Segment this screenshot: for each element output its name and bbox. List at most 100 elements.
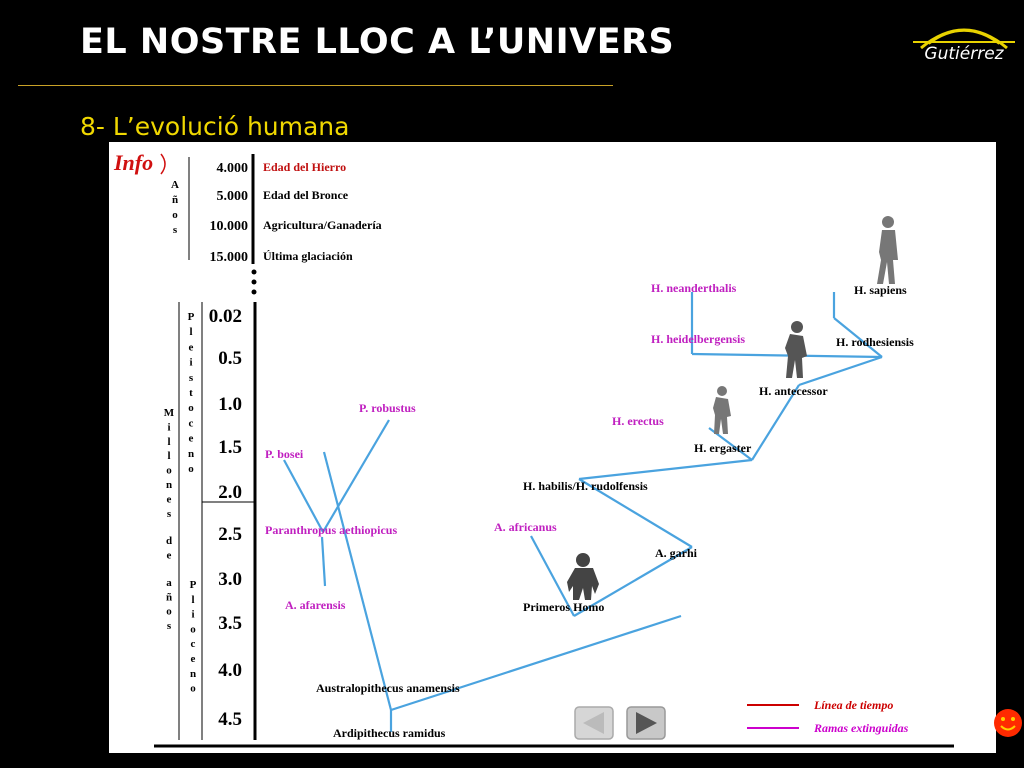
species-label-aethiopicus[interactable]: Paranthropus aethiopicus <box>265 523 397 537</box>
svg-text:o: o <box>188 463 194 475</box>
title-underline <box>18 85 613 86</box>
species-label-garhi[interactable]: A. garhi <box>655 546 698 560</box>
branch-line <box>573 546 693 617</box>
branch-line <box>320 536 327 587</box>
svg-text:t: t <box>189 387 193 399</box>
logo-text: Gutiérrez <box>924 44 1004 64</box>
recent-year-value: 15.000 <box>210 250 249 265</box>
svg-text:l: l <box>167 436 170 448</box>
species-label-habilis[interactable]: H. habilis/H. rudolfensis <box>523 479 648 493</box>
prev-button[interactable] <box>574 706 614 740</box>
branch-line <box>322 451 393 711</box>
legend-extinct-label: Ramas extinguidas <box>813 721 909 735</box>
svg-text:o: o <box>166 465 172 477</box>
branch-line <box>578 478 693 548</box>
svg-text:e: e <box>167 493 172 505</box>
svg-text:n: n <box>188 448 194 460</box>
recent-year-value: 5.000 <box>217 189 249 204</box>
legend: Línea de tiempo Ramas extinguidas <box>747 698 909 735</box>
svg-text:e: e <box>191 653 196 665</box>
recent-event-label: Última glaciación <box>263 249 353 263</box>
species-label-primeros[interactable]: Primeros Homo <box>523 600 604 614</box>
species-label-sapiens[interactable]: H. sapiens <box>854 283 907 297</box>
recent-event-label: Agricultura/Ganadería <box>263 218 382 232</box>
svg-text:l: l <box>167 450 170 462</box>
info-label[interactable]: Info <box>113 150 153 175</box>
next-button[interactable] <box>626 706 666 740</box>
logo-arc-icon <box>913 28 1015 50</box>
branch-line <box>322 419 390 533</box>
species-label-heidelbergensis[interactable]: H. heidelbergensis <box>651 332 745 346</box>
myr-tick-label: 4.5 <box>218 709 242 730</box>
species-label-erectus[interactable]: H. erectus <box>612 414 664 428</box>
recent-year-value: 10.000 <box>210 219 249 234</box>
primeros-homo-figure-icon <box>567 553 599 600</box>
svg-text:A: A <box>171 179 179 191</box>
svg-text:P: P <box>188 311 195 323</box>
svg-text:s: s <box>167 620 172 632</box>
species-label-bosei[interactable]: P. bosei <box>265 447 304 461</box>
svg-text:e: e <box>167 550 172 562</box>
branch-line <box>390 614 682 712</box>
branch-line <box>798 355 883 387</box>
recent-event-label: Edad del Bronce <box>263 188 349 202</box>
myr-tick-label: 1.5 <box>218 437 242 458</box>
smiley-icon[interactable] <box>992 705 1024 739</box>
svg-text:e: e <box>189 341 194 353</box>
homo-erectus-figure-icon <box>713 386 731 434</box>
svg-text:o: o <box>190 683 196 695</box>
timeline-ellipsis <box>251 269 257 295</box>
svg-text:o: o <box>172 209 178 221</box>
myr-tick-label: 1.0 <box>218 394 242 415</box>
svg-text:o: o <box>190 623 196 635</box>
svg-text:i: i <box>191 609 194 621</box>
species-label-anamensis[interactable]: Australopithecus anamensis <box>316 681 460 695</box>
species-label-ergaster[interactable]: H. ergaster <box>694 441 752 455</box>
svg-text:i: i <box>167 421 170 433</box>
branch-line <box>691 352 883 359</box>
svg-text:o: o <box>188 402 194 414</box>
branch-line <box>833 317 883 358</box>
svg-text:s: s <box>189 372 194 384</box>
species-label-antecessor[interactable]: H. antecessor <box>759 384 828 398</box>
info-bracket-icon <box>160 153 166 175</box>
legend-timeline-label: Línea de tiempo <box>813 698 893 712</box>
svg-text:c: c <box>191 638 196 650</box>
svg-text:e: e <box>189 433 194 445</box>
slide-subtitle: 8- L’evolució humana <box>80 112 350 141</box>
svg-text:ñ: ñ <box>172 194 178 206</box>
myr-tick-label: 0.02 <box>209 306 242 327</box>
arrow-left-icon <box>583 712 604 734</box>
svg-text:c: c <box>189 417 194 429</box>
svg-text:s: s <box>173 224 178 236</box>
species-label-africanus[interactable]: A. africanus <box>494 520 557 534</box>
svg-text:s: s <box>167 508 172 520</box>
arrow-right-icon <box>636 712 657 734</box>
recent-event-label: Edad del Hierro <box>263 160 346 174</box>
homo-antecessor-figure-icon <box>785 321 807 378</box>
myr-tick-label: 0.5 <box>218 348 242 369</box>
branch-line <box>578 458 753 481</box>
svg-text:l: l <box>191 594 194 606</box>
svg-text:P: P <box>190 579 197 591</box>
species-label-rodhesiensis[interactable]: H. rodhesiensis <box>836 335 914 349</box>
species-label-ramidus[interactable]: Ardipithecus ramidus <box>333 726 446 740</box>
species-label-neanderthalis[interactable]: H. neanderthalis <box>651 281 737 295</box>
recent-year-value: 4.000 <box>217 161 249 176</box>
svg-text:n: n <box>166 479 172 491</box>
species-label-robustus[interactable]: P. robustus <box>359 401 416 415</box>
myr-tick-label: 2.0 <box>218 482 242 503</box>
svg-text:o: o <box>166 606 172 618</box>
slide-title: EL NOSTRE LLOC A L’UNIVERS <box>80 22 675 62</box>
branch-line <box>530 535 575 617</box>
svg-text:i: i <box>189 357 192 369</box>
svg-text:ñ: ñ <box>166 591 172 603</box>
svg-text:a: a <box>166 577 172 589</box>
species-label-afarensis[interactable]: A. afarensis <box>285 598 346 612</box>
